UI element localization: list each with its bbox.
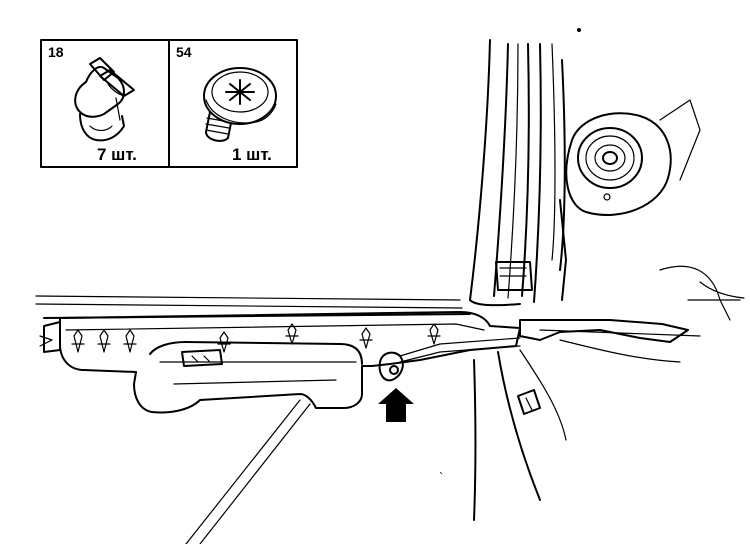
parts-legend: 18 7 шт. 54 1 шт. (40, 39, 298, 168)
part-number-54: 54 (176, 44, 192, 60)
speaker-assembly (559, 99, 701, 301)
door-sill-trim (35, 295, 521, 414)
plastic-clip-icon (74, 57, 135, 142)
legend-item-clip: 18 7 шт. (48, 44, 137, 164)
b-pillar (469, 39, 566, 307)
trim-clips (71, 323, 441, 353)
quantity-label-54: 1 шт. (232, 145, 272, 164)
quantity-label-18: 7 шт. (97, 145, 137, 164)
legend-item-screw: 54 1 шт. (176, 44, 277, 164)
part-number-18: 18 (48, 44, 64, 60)
screw-icon (203, 67, 277, 142)
up-arrow-icon (378, 388, 414, 422)
floor-panel (473, 265, 745, 521)
